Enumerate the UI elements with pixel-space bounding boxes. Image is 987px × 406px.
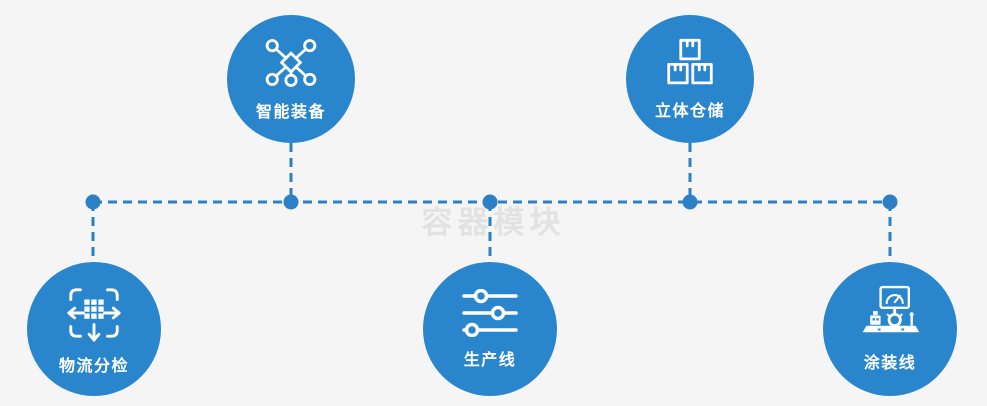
- node-stereo-warehouse: 立体仓储: [626, 15, 754, 143]
- node-label: 涂装线: [863, 355, 917, 372]
- network-nodes-icon: [261, 36, 321, 89]
- stacked-boxes-icon: [662, 38, 718, 88]
- node-coating-line: 涂装线: [823, 262, 957, 396]
- junction-dot: [482, 194, 498, 210]
- node-label: 智能装备: [255, 104, 326, 121]
- sorting-arrows-icon: [64, 283, 124, 343]
- node-label: 物流分检: [58, 357, 129, 375]
- node-smart-equipment: 智能装备: [227, 15, 355, 143]
- junction-dot: [882, 194, 898, 210]
- node-label: 立体仓储: [654, 102, 725, 120]
- node-label: 生产线: [463, 351, 517, 369]
- junction-dot: [682, 194, 698, 210]
- sliders-icon: [461, 288, 519, 337]
- junction-dot: [283, 194, 299, 210]
- control-machine-icon: [857, 285, 923, 340]
- junction-dot: [85, 194, 101, 210]
- node-production-line: 生产线: [423, 262, 557, 396]
- node-logistics-sorting: 物流分检: [27, 262, 161, 396]
